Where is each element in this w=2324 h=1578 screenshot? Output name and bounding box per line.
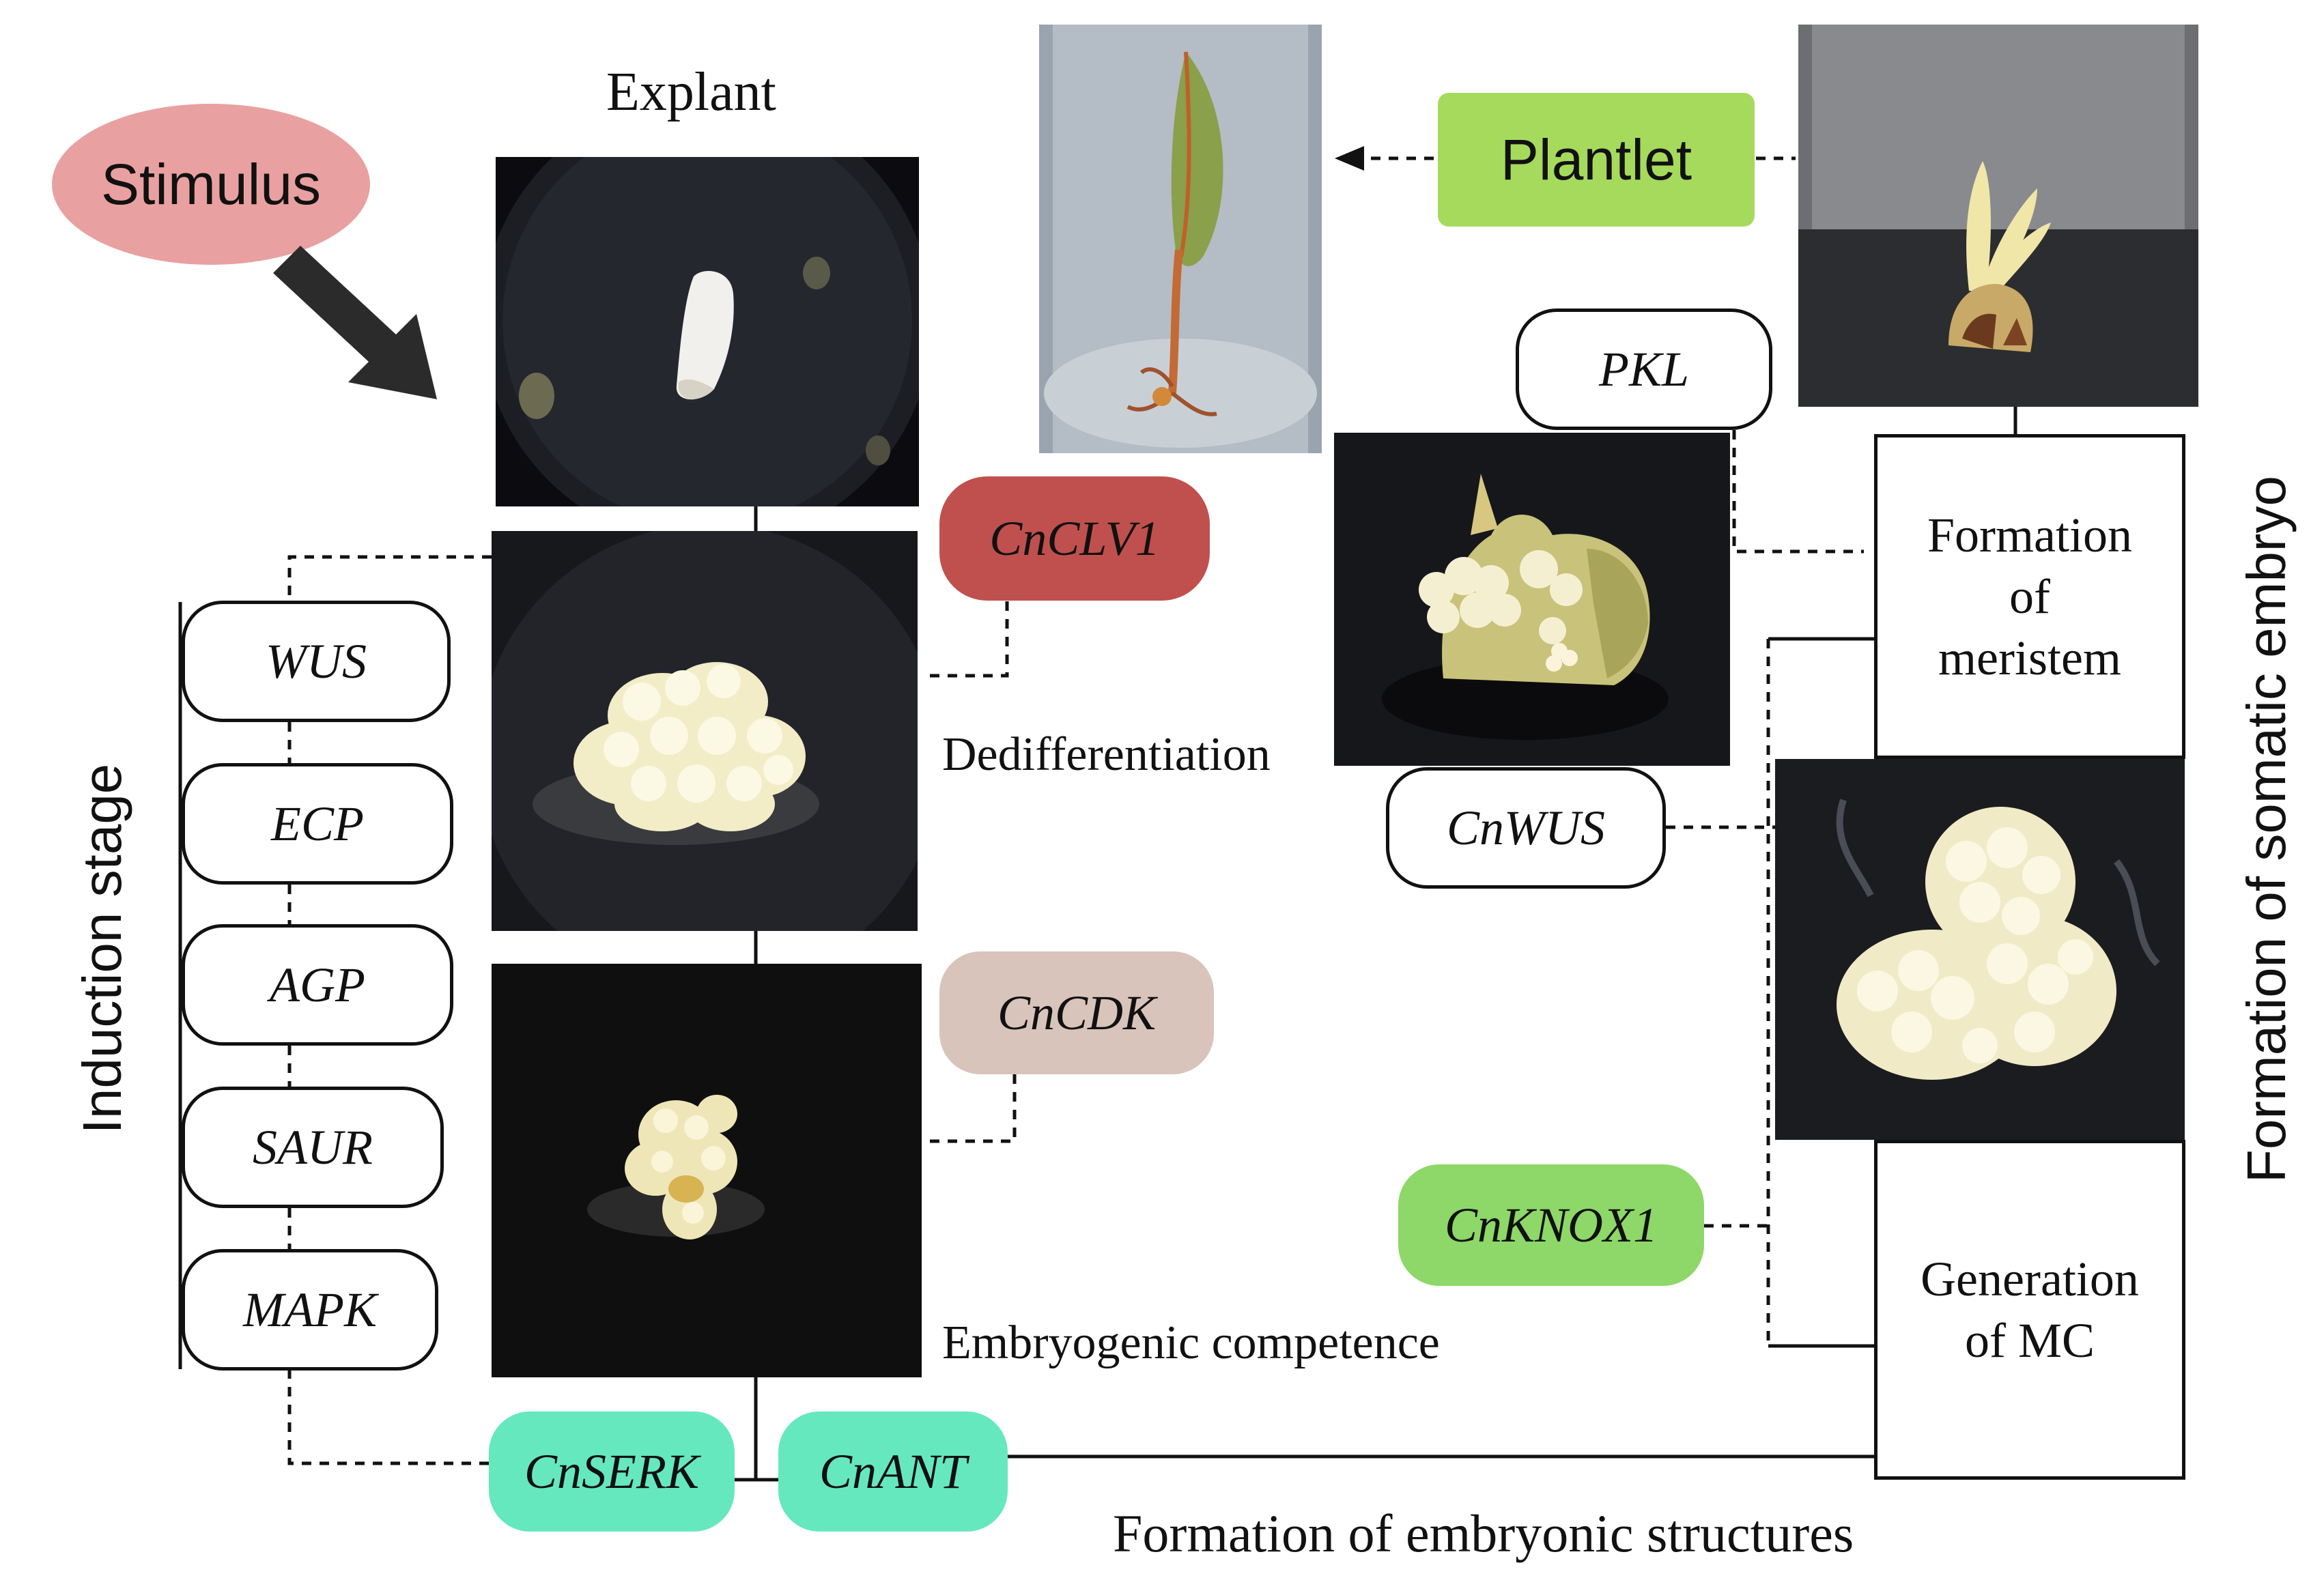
induction-gene-mapk: MAPK (182, 1249, 438, 1371)
plantlet-label: Plantlet (1500, 127, 1692, 192)
cnwus-gene: CnWUS (1386, 767, 1666, 889)
cnant-gene: CnANT (778, 1411, 1008, 1532)
plantlet-badge: Plantlet (1438, 93, 1755, 227)
pkl-gene: PKL (1516, 309, 1772, 430)
meristem-photo (1334, 433, 1730, 766)
cnant-label: CnANT (819, 1444, 967, 1499)
dedifferentiation-photo (492, 531, 918, 931)
wus-label: WUS (266, 633, 367, 689)
mc-generation-photo (1775, 759, 2185, 1140)
cnserk-label: CnSERK (524, 1444, 699, 1499)
cnclv1-label: CnCLV1 (989, 511, 1160, 566)
cnwus-label: CnWUS (1447, 800, 1605, 855)
explant-photo (496, 157, 919, 506)
germinating-embryo-photo (1798, 25, 2198, 407)
mc-box: Generation of MC (1874, 1140, 2185, 1480)
stimulus-arrow (273, 246, 437, 399)
induction-gene-wus: WUS (182, 601, 451, 722)
explant-label: Explant (606, 62, 776, 122)
dedifferentiation-label: Dedifferentiation (942, 728, 1271, 781)
cncdk-gene: CnCDK (939, 951, 1214, 1074)
cnknox1-gene: CnKNOX1 (1398, 1164, 1704, 1286)
stimulus-ellipse: Stimulus (52, 104, 370, 265)
stimulus-label: Stimulus (100, 152, 322, 216)
cncdk-label: CnCDK (997, 985, 1157, 1040)
saur-label: SAUR (253, 1119, 373, 1175)
agp-label: AGP (270, 957, 365, 1012)
embryogenic-competence-label: Embryogenic competence (942, 1317, 1440, 1369)
somatic-embryo-text: Formation of somatic embryo (2236, 476, 2297, 1183)
cnclv1-gene: CnCLV1 (939, 476, 1210, 601)
induction-gene-ecp: ECP (182, 763, 453, 885)
cnserk-gene: CnSERK (489, 1411, 735, 1532)
plantlet-photo (1039, 25, 1322, 453)
cnknox1-label: CnKNOX1 (1444, 1197, 1658, 1252)
meristem-box: Formation of meristem (1874, 434, 2185, 759)
induction-gene-agp: AGP (182, 924, 453, 1046)
induction-stage-text: Induction stage (72, 763, 132, 1134)
mapk-label: MAPK (243, 1282, 377, 1337)
embryogenic-competence-photo (492, 964, 922, 1377)
ecp-label: ECP (271, 796, 364, 851)
pkl-label: PKL (1598, 341, 1690, 397)
embryonic-structures-label: Formation of embryonic structures (1113, 1504, 1854, 1563)
induction-gene-saur: SAUR (182, 1087, 444, 1208)
